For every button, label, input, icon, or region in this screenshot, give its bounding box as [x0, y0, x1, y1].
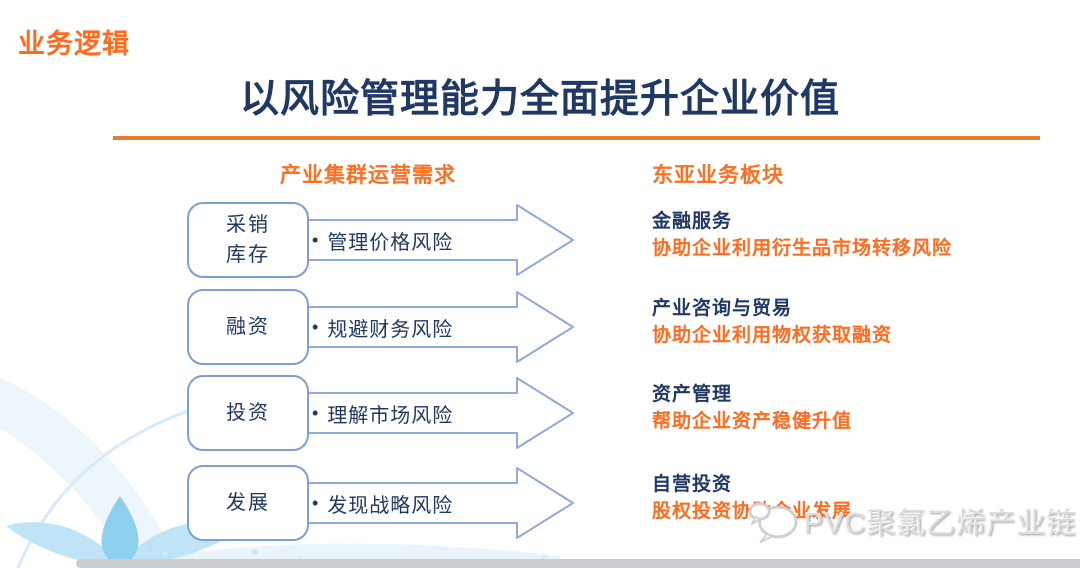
need-box-line: 库存	[226, 244, 270, 266]
need-label: • 发现战略风险	[312, 465, 453, 541]
need-box: 投资	[187, 375, 309, 451]
service-benefit: 协助企业利用物权获取融资	[652, 325, 893, 346]
flow-row: 投资 • 理解市场风险 资产管理 帮助企业资产稳健升值	[0, 375, 1080, 451]
service-title: 金融服务	[652, 211, 733, 232]
need-box-line: 投资	[226, 402, 270, 424]
need-text: 发现战略风险	[327, 494, 454, 517]
title-underline	[113, 136, 1040, 140]
need-box: 发展	[187, 465, 309, 541]
service-block: 资产管理 帮助企业资产稳健升值	[652, 381, 852, 435]
need-box-line: 融资	[226, 316, 270, 338]
need-box-line: 采销	[226, 214, 270, 236]
service-title: 资产管理	[652, 384, 733, 405]
right-arrow-icon	[300, 467, 574, 539]
corner-label: 业务逻辑	[18, 29, 130, 59]
speech-bubbles-icon	[748, 502, 798, 544]
need-text: 规避财务风险	[327, 318, 454, 341]
need-box: 采销 库存	[187, 202, 309, 278]
watermark-label: PVC聚氯乙烯产业链	[804, 508, 1077, 540]
service-block: 产业咨询与贸易 协助企业利用物权获取融资	[652, 295, 892, 349]
need-label: • 规避财务风险	[312, 289, 453, 365]
bullet-icon: •	[312, 402, 320, 423]
right-arrow-icon	[300, 291, 574, 363]
need-box: 融资	[187, 289, 309, 365]
right-column-header: 东亚业务板块	[652, 164, 784, 187]
bullet-icon: •	[312, 492, 320, 513]
right-arrow-icon	[300, 204, 574, 276]
service-title: 产业咨询与贸易	[652, 298, 793, 319]
flow-row: 融资 • 规避财务风险 产业咨询与贸易 协助企业利用物权获取融资	[0, 289, 1080, 365]
need-label: • 管理价格风险	[312, 202, 453, 278]
bullet-icon: •	[312, 229, 320, 250]
bullet-icon: •	[312, 316, 320, 337]
page-title: 以风险管理能力全面提升企业价值	[239, 78, 840, 121]
service-benefit: 帮助企业资产稳健升值	[652, 411, 853, 432]
horizontal-scrollbar[interactable]	[76, 559, 1080, 568]
need-label: • 理解市场风险	[312, 375, 453, 451]
left-column-header: 产业集群运营需求	[280, 164, 456, 187]
need-text: 理解市场风险	[327, 404, 454, 427]
flow-row: 发展 • 发现战略风险 自营投资 股权投资协助企业发展	[0, 465, 1080, 541]
service-benefit: 协助企业利用衍生品市场转移风险	[652, 238, 953, 259]
need-box-line: 发展	[226, 492, 270, 514]
right-arrow-icon	[300, 377, 574, 449]
service-block: 金融服务 协助企业利用衍生品市场转移风险	[652, 208, 952, 262]
flow-row: 采销 库存 • 管理价格风险 金融服务 协助企业利用衍生品市场转移风险	[0, 202, 1080, 278]
service-title: 自营投资	[652, 474, 733, 495]
need-text: 管理价格风险	[327, 231, 454, 254]
watermark: PVC聚氯乙烯产业链	[748, 498, 1077, 544]
